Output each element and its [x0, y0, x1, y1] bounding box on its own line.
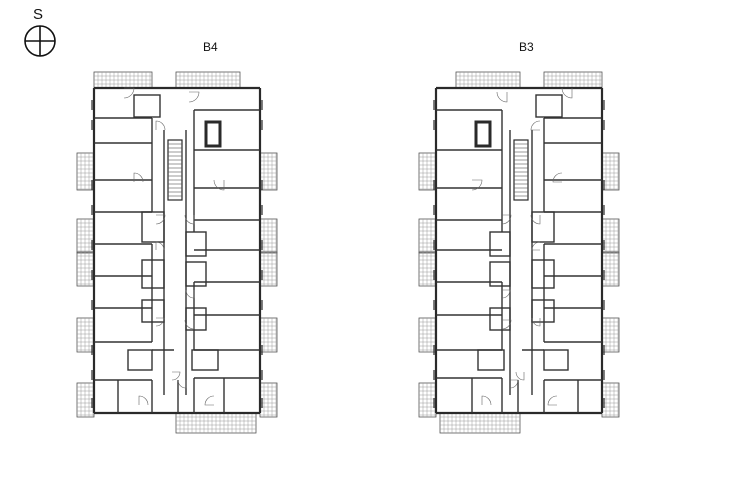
compass-icon — [24, 25, 56, 57]
door-swing — [496, 91, 508, 103]
door-swing — [184, 319, 195, 330]
staircase — [167, 139, 183, 201]
door-swing — [133, 172, 144, 183]
door-swing — [188, 91, 200, 103]
building-plan-b4 — [76, 71, 278, 434]
door-swing — [471, 179, 483, 191]
staircase — [513, 139, 529, 201]
door-swing — [213, 179, 225, 191]
door-swing — [155, 241, 165, 251]
bathroom — [477, 349, 505, 371]
door-swing — [531, 317, 541, 327]
door-swing — [531, 241, 541, 251]
balcony — [259, 382, 278, 418]
door-swing — [481, 395, 492, 406]
door-swing — [501, 319, 512, 330]
bathroom — [141, 259, 165, 289]
bathroom — [133, 94, 161, 118]
bathroom — [531, 299, 555, 323]
door-swing — [530, 214, 541, 225]
bathroom — [535, 94, 563, 118]
bathroom — [185, 261, 207, 287]
door-swing — [123, 87, 135, 99]
door-swing — [155, 214, 166, 225]
bathroom — [531, 259, 555, 289]
bathroom — [489, 307, 511, 331]
door-swing — [530, 120, 541, 131]
building-label-b3: B3 — [519, 40, 534, 54]
compass-letter: S — [33, 6, 43, 23]
building-label-b4: B4 — [203, 40, 218, 54]
door-swing — [155, 317, 165, 327]
balcony — [418, 251, 437, 287]
bathroom — [141, 299, 165, 323]
bathroom — [489, 231, 511, 257]
door-swing — [171, 371, 181, 381]
door-swing — [501, 289, 511, 299]
bathroom — [185, 307, 207, 331]
bathroom — [531, 211, 555, 243]
door-swing — [501, 214, 512, 225]
bathroom — [141, 211, 165, 243]
balcony — [601, 251, 620, 287]
elevator-shaft — [204, 120, 222, 148]
balcony — [259, 251, 278, 287]
bathroom — [127, 349, 153, 371]
door-swing — [204, 395, 215, 406]
balcony — [601, 218, 620, 254]
compass: S — [24, 6, 56, 57]
door-swing — [552, 172, 563, 183]
balcony — [543, 71, 603, 89]
door-swing — [184, 214, 195, 225]
door-swing — [561, 87, 573, 99]
door-swing — [138, 395, 149, 406]
building-plan-b3 — [418, 71, 620, 434]
balcony — [439, 412, 521, 434]
balcony — [455, 71, 521, 89]
bathroom — [191, 349, 219, 371]
door-swing — [185, 289, 195, 299]
balcony — [175, 412, 257, 434]
bathroom — [185, 231, 207, 257]
balcony — [601, 317, 620, 353]
bathroom — [489, 261, 511, 287]
bathroom — [543, 349, 569, 371]
balcony — [76, 251, 95, 287]
balcony — [93, 71, 153, 89]
elevator-shaft — [474, 120, 492, 148]
door-swing — [547, 395, 558, 406]
door-swing — [177, 379, 187, 389]
door-swing — [509, 379, 519, 389]
balcony — [175, 71, 241, 89]
balcony — [76, 317, 95, 353]
balcony — [601, 152, 620, 191]
door-swing — [515, 371, 525, 381]
door-swing — [155, 120, 166, 131]
